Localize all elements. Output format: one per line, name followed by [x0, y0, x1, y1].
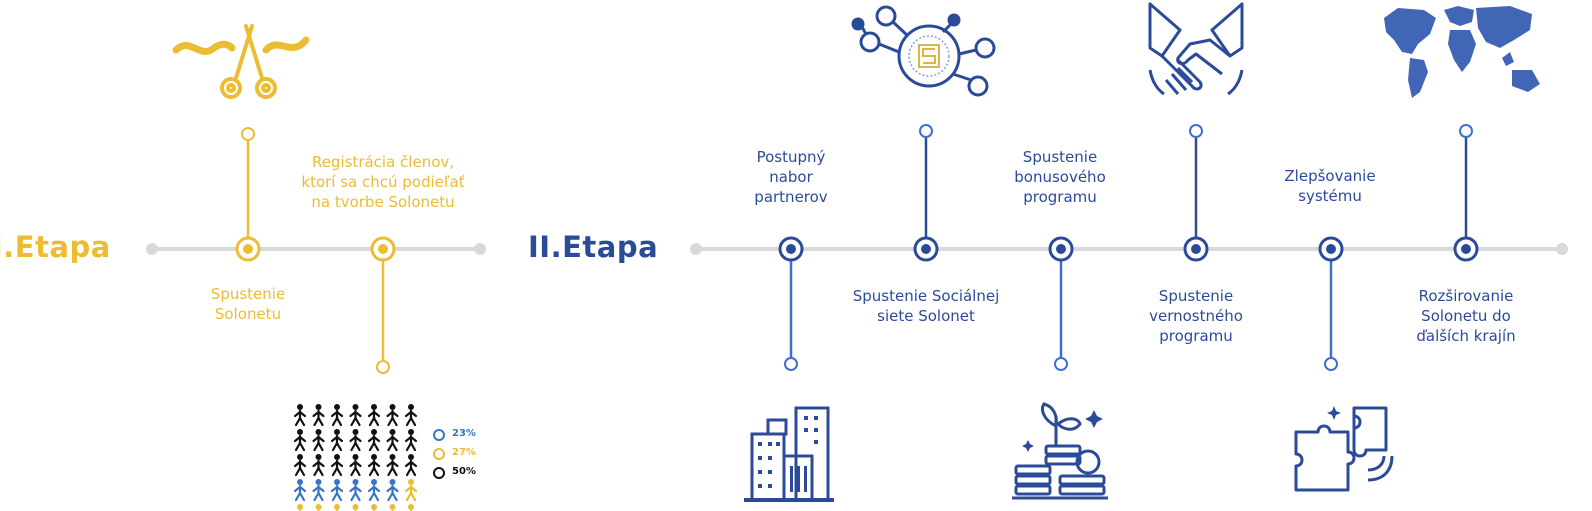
- person-figure: [293, 429, 307, 452]
- person-figure: [349, 479, 362, 502]
- phase2-track-end: [1556, 243, 1568, 255]
- phase2-milestone-4-stem: [1189, 124, 1203, 238]
- legend-marker-1: [433, 429, 445, 441]
- person-figure: [349, 429, 362, 452]
- social-network-icon: [851, 5, 996, 97]
- coin-growth-plant-icon: [1012, 402, 1108, 500]
- person-figure: [386, 454, 399, 477]
- phase2-node-4: [1183, 236, 1209, 262]
- phase2-node-5: [1318, 236, 1344, 262]
- person-figure: [312, 454, 325, 477]
- office-buildings-icon: [744, 406, 834, 502]
- legend-value-3: 50%: [452, 466, 476, 477]
- people-grid-icon: [293, 404, 418, 511]
- world-map-icon: [1384, 6, 1540, 98]
- person-figure: [330, 404, 344, 427]
- person-figure: [367, 429, 381, 452]
- person-figure: [297, 504, 303, 511]
- person-figure: [367, 404, 381, 427]
- phase2-title: II.Etapa: [528, 230, 659, 264]
- legend-marker-3: [433, 467, 445, 479]
- phase2-milestone-5-label: Zlepšovanie systému: [1284, 167, 1376, 205]
- phase2-node-1: [778, 236, 804, 262]
- person-figure: [330, 429, 344, 452]
- legend-marker-2: [433, 448, 445, 460]
- person-figure: [404, 429, 418, 452]
- person-figure: [404, 404, 418, 427]
- phase1-track-end: [474, 243, 486, 255]
- person-figure: [315, 504, 322, 511]
- phase1-milestone-2-stem: [376, 260, 390, 374]
- person-figure: [330, 479, 344, 502]
- person-figure: [386, 404, 399, 427]
- phase2-milestone-2-label: Spustenie Sociálnej siete Solonet: [852, 287, 1000, 325]
- phase2-milestone-2-stem: [919, 124, 933, 238]
- person-figure: [386, 429, 399, 452]
- phase2-milestone-4-label: Spustenie vernostného programu: [1149, 287, 1243, 345]
- phase1-track-start: [146, 243, 158, 255]
- person-figure: [386, 479, 399, 502]
- person-figure: [312, 404, 325, 427]
- legend-value-2: 27%: [452, 447, 476, 458]
- person-figure: [334, 504, 340, 511]
- ribbon-cutting-scissors-icon: [172, 24, 310, 99]
- phase2-milestone-1-stem: [784, 260, 798, 371]
- person-figure: [293, 479, 307, 502]
- person-figure: [408, 504, 414, 511]
- person-figure: [352, 504, 359, 511]
- person-figure: [404, 454, 418, 477]
- person-figure: [371, 504, 377, 511]
- people-legend-markers: [433, 429, 445, 479]
- phase1-node-2: [370, 236, 396, 262]
- phase1-node-1: [235, 236, 261, 262]
- phase2-node-2: [913, 236, 939, 262]
- person-figure: [312, 479, 325, 502]
- phase1-milestone-1-stem: [241, 127, 255, 238]
- person-figure: [349, 454, 362, 477]
- handshake-icon: [1148, 2, 1244, 96]
- person-figure: [367, 479, 381, 502]
- phase1-milestone-1-label: Spustenie Solonetu: [210, 285, 286, 323]
- person-figure: [330, 454, 344, 477]
- person-figure: [367, 454, 381, 477]
- person-figure: [404, 479, 418, 502]
- phase2-milestone-3-label: Spustenie bonusového programu: [1014, 148, 1106, 206]
- phase2-milestone-1-label: Postupný nabor partnerov: [754, 148, 828, 206]
- person-figure: [293, 404, 307, 427]
- person-figure: [312, 429, 325, 452]
- phase2-milestone-6-stem: [1459, 124, 1473, 238]
- puzzle-icon: [1294, 406, 1394, 492]
- legend-value-1: 23%: [452, 428, 476, 439]
- person-figure: [389, 504, 396, 511]
- phase2-milestone-6-label: Rozširovanie Solonetu do ďalších krajín: [1416, 287, 1516, 345]
- phase2-track-start: [690, 243, 702, 255]
- phase2-node-6: [1453, 236, 1479, 262]
- phase1-title: I.Etapa: [0, 230, 111, 264]
- phase2-node-3: [1048, 236, 1074, 262]
- person-figure: [293, 454, 307, 477]
- phase2-milestone-3-stem: [1054, 260, 1068, 371]
- phase2-milestone-5-stem: [1324, 260, 1338, 371]
- phase1-milestone-2-label: Registrácia členov, ktorí sa chcú podieľ…: [301, 153, 465, 211]
- person-figure: [349, 404, 362, 427]
